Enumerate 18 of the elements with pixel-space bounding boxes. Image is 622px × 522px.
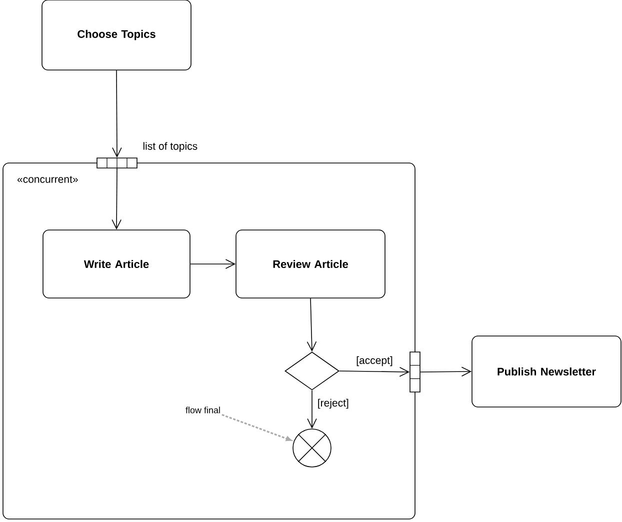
action-box: Publish Newsletter [472,336,622,408]
flow-final-node [292,428,332,468]
arrow [112,70,122,158]
arrow [339,366,410,377]
edge-label: [accept] [355,355,394,368]
action-box: Review Article [236,230,386,298]
node-label: list of topics [143,142,198,152]
note-text: flow final [186,406,220,414]
arrow [222,414,292,442]
action-box: Write Article [42,230,190,298]
arrow [420,366,472,376]
output-pin [410,352,420,392]
arrow [190,259,236,269]
action-box: Choose Topics [42,0,192,70]
arrow [112,168,122,230]
arrow [307,390,317,429]
arrow [306,298,317,352]
edge-label: [reject] [316,398,350,410]
